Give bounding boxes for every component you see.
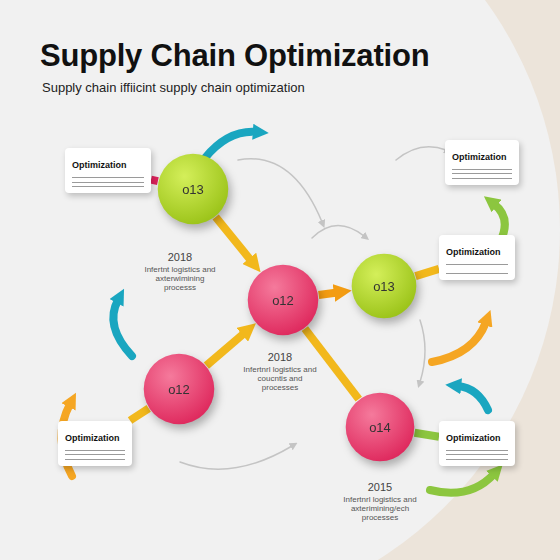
subtitle: Supply chain iffiicint supply chain opti…	[40, 80, 307, 95]
circle-fill	[352, 254, 417, 319]
flow-connector	[319, 292, 338, 295]
note-text: Infertnrl logistics and axterimining/ech…	[336, 496, 424, 522]
box-heading: Optimization	[452, 152, 507, 162]
flow-connector	[151, 180, 158, 182]
decor-arrow	[312, 225, 364, 238]
stage-circle: o12	[143, 353, 215, 425]
year-label: 2018	[258, 351, 302, 363]
callout-box: Optimization	[58, 421, 132, 466]
decor-arrow	[238, 159, 322, 222]
stage-code: o13	[157, 182, 229, 197]
flow-connector	[415, 433, 439, 437]
note-text: Infertnt logistics and axterwimining pro…	[137, 266, 223, 292]
circle-fill	[158, 154, 229, 225]
stage-circle: o13	[351, 253, 417, 319]
stage-code: o12	[247, 293, 319, 308]
title: Supply Chain Optimization	[40, 38, 429, 74]
flow-connector	[216, 217, 252, 261]
decor-arrow	[396, 147, 446, 160]
stage-code: o14	[345, 420, 415, 435]
decor-arrow	[430, 474, 494, 493]
flow-connector	[206, 333, 245, 366]
decor-arrow	[458, 386, 488, 410]
flow-connector	[416, 269, 439, 276]
year-label: 2015	[358, 481, 402, 493]
circle-fill	[248, 265, 319, 336]
circle-fill	[144, 354, 215, 425]
box-heading: Optimization	[446, 433, 501, 443]
stage-circle: o14	[345, 392, 415, 462]
callout-box: Optimization	[445, 140, 519, 185]
decor-arrow	[180, 446, 292, 469]
year-label: 2018	[158, 251, 202, 263]
box-heading: Optimization	[446, 247, 501, 257]
stage-circle: o13	[157, 153, 229, 225]
decor-arrow	[432, 322, 486, 362]
stage-circle: o12	[247, 264, 319, 336]
stage-code: o12	[143, 382, 215, 397]
flow-connector	[130, 408, 149, 420]
box-heading: Optimization	[72, 160, 127, 170]
stage-code: o13	[351, 279, 417, 294]
note-text: Infertnrl logistics and coucntis and pro…	[240, 366, 320, 392]
callout-box: Optimization	[439, 235, 515, 280]
box-heading: Optimization	[65, 433, 120, 443]
decor-arrow	[420, 320, 425, 382]
decor-arrow	[113, 300, 132, 356]
callout-box: Optimization	[65, 148, 151, 193]
decor-arrow	[205, 132, 256, 158]
callout-box: Optimization	[439, 421, 515, 466]
circle-fill	[346, 393, 415, 462]
